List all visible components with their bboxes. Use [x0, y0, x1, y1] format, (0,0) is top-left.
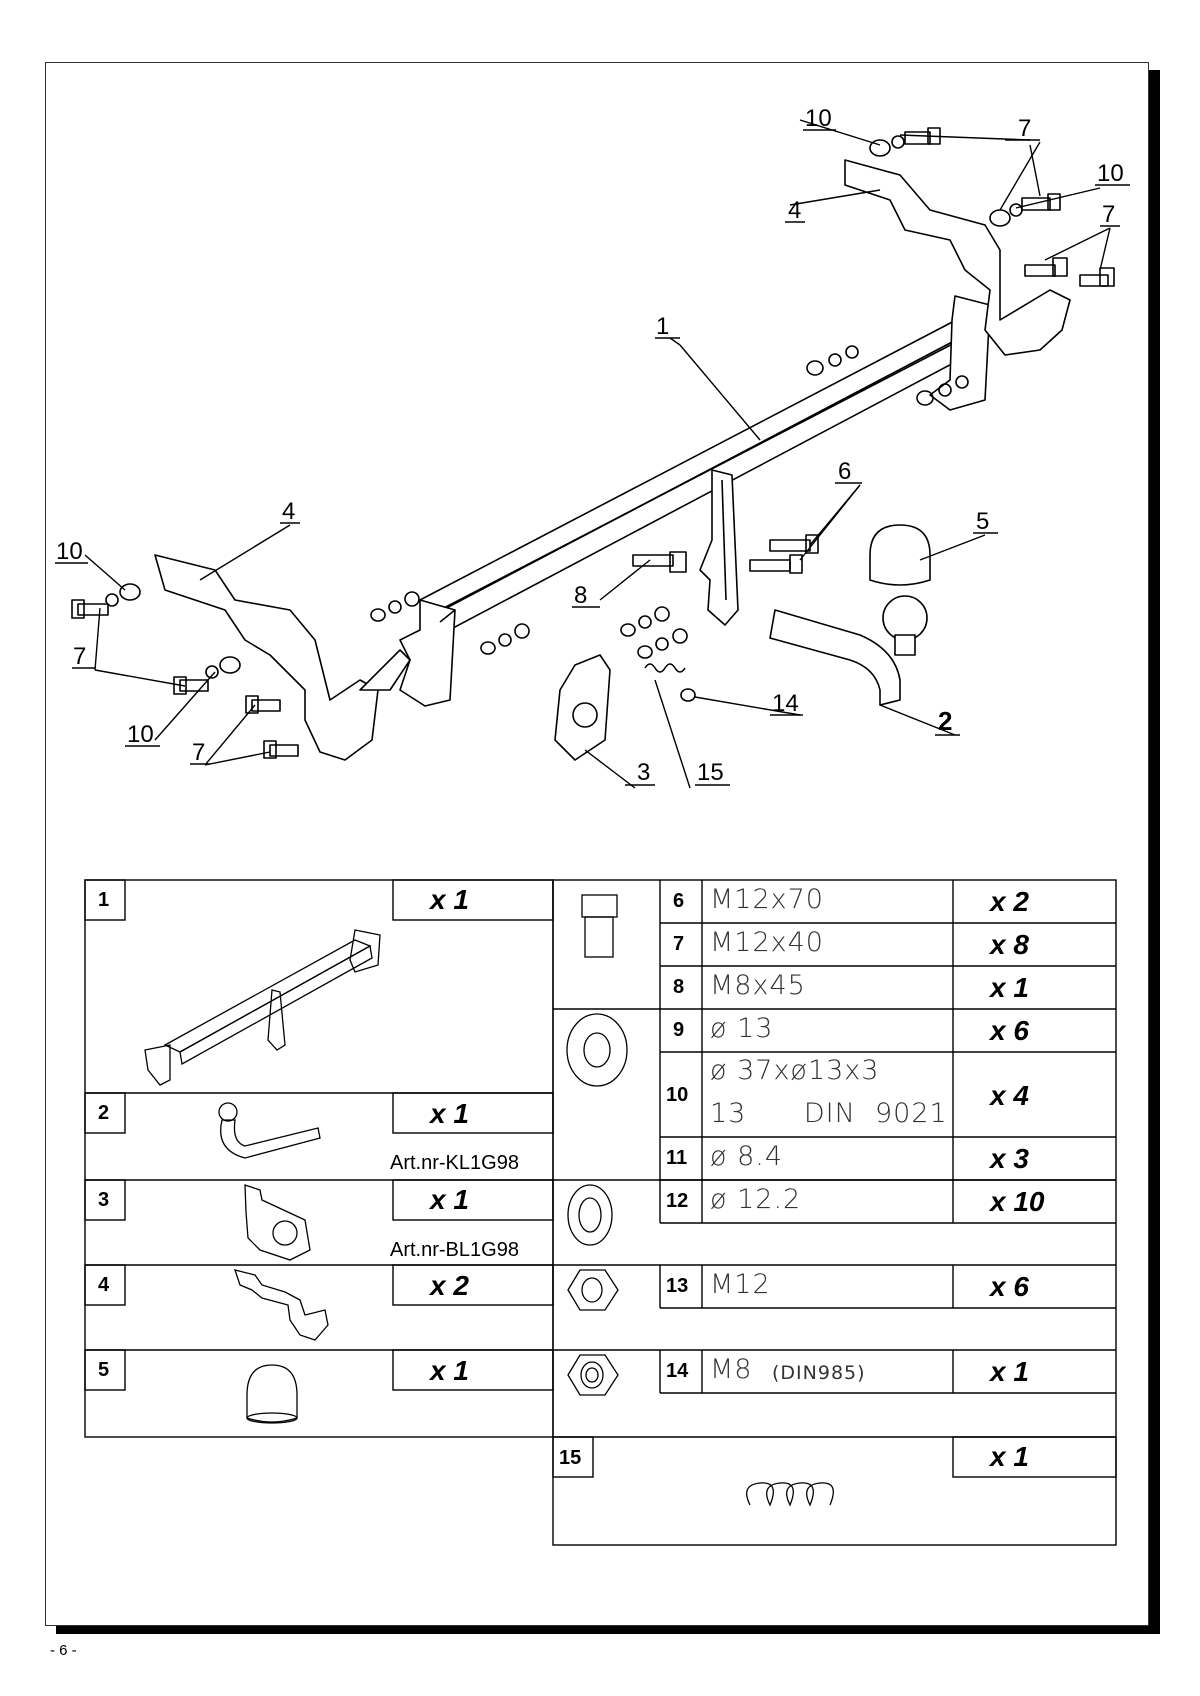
part-9-qty: x 6 [990, 1015, 1029, 1046]
callout-10-right: 10 [1097, 160, 1124, 187]
part-12-qty: x 10 [990, 1186, 1045, 1217]
callout-7-bottom: 7 [192, 739, 205, 766]
part-2-qty: x 1 [430, 1098, 469, 1129]
part-1-num: 1 [98, 889, 110, 911]
callout-7-right: 7 [1102, 201, 1115, 228]
callout-7-top: 7 [1018, 115, 1031, 142]
part-11-num: 11 [666, 1147, 688, 1169]
side-plate-right-part-4 [844, 159, 1071, 356]
callout-3: 3 [637, 759, 650, 786]
callout-1: 1 [656, 313, 669, 340]
part-7-spec: M12x40 [710, 927, 824, 958]
part-12-num: 12 [666, 1190, 689, 1212]
part-6-num: 6 [673, 890, 685, 912]
bolts-right-top [869, 127, 1115, 287]
thumb-cap-icon [246, 1364, 298, 1424]
callout-4-right: 4 [788, 197, 801, 224]
part-8-num: 8 [673, 976, 685, 998]
nuts-crossbar [370, 345, 969, 659]
part-12-spec: ø 12.2 [710, 1184, 802, 1215]
part-11-qty: x 3 [990, 1143, 1029, 1174]
callout-8: 8 [574, 582, 587, 609]
thumb-spring-washer-icon [567, 1184, 613, 1246]
part-10-qty: x 4 [990, 1080, 1029, 1111]
bolts-left [71, 583, 299, 759]
callout-14: 14 [772, 690, 799, 717]
part-10-spec: ø 37xø13x3 [710, 1055, 880, 1086]
leader-lines [55, 119, 1130, 789]
part-7-qty: x 8 [990, 929, 1029, 960]
part-11-spec: ø 8.4 [710, 1141, 784, 1172]
part-14-num: 14 [666, 1360, 689, 1382]
callout-5: 5 [976, 508, 989, 535]
thumb-side-plate-icon [234, 1269, 329, 1341]
part-9-num: 9 [673, 1019, 685, 1041]
bolts-part-6 [632, 534, 819, 574]
thumb-crossbar-icon [144, 929, 381, 1086]
parts-table-grid [84, 879, 1117, 1546]
side-plate-left-part-4 [154, 554, 411, 761]
part-13-num: 13 [666, 1275, 689, 1297]
part-6-spec: M12x70 [710, 884, 824, 915]
part-9-spec: ø 13 [710, 1013, 774, 1044]
part-13-qty: x 6 [990, 1271, 1029, 1302]
cap-part-5 [869, 524, 931, 586]
part-15-num: 15 [559, 1447, 582, 1469]
part-5-num: 5 [98, 1359, 110, 1381]
crossbar-part-1 [399, 295, 991, 707]
part-15-qty: x 1 [990, 1441, 1029, 1472]
part-14-spec: M8 [710, 1354, 753, 1385]
callout-10-bottom: 10 [127, 721, 154, 748]
part-8-qty: x 1 [990, 972, 1029, 1003]
part-3-article: Art.nr-BL1G98 [390, 1239, 519, 1261]
page-number: - 6 - [50, 1642, 77, 1659]
thumb-spring-icon [746, 1482, 834, 1507]
socket-plate-part-3 [554, 654, 611, 761]
callout-6: 6 [838, 458, 851, 485]
spring-part-15 [644, 663, 696, 702]
thumb-towball-icon [218, 1102, 321, 1159]
part-13-spec: M12 [710, 1269, 771, 1300]
part-8-spec: M8x45 [710, 970, 806, 1001]
part-7-num: 7 [673, 933, 685, 955]
callout-15: 15 [697, 759, 724, 786]
part-1-qty: x 1 [430, 884, 469, 915]
callout-2: 2 [938, 706, 952, 736]
thumb-lock-nut-icon [567, 1354, 619, 1396]
part-4-num: 4 [98, 1274, 110, 1296]
part-3-qty: x 1 [430, 1184, 469, 1215]
part-14-spec-standard: (DIN985) [772, 1362, 866, 1384]
part-5-qty: x 1 [430, 1355, 469, 1386]
callout-10-left: 10 [56, 538, 83, 565]
part-10-num: 10 [666, 1084, 689, 1106]
thumb-socket-plate-icon [244, 1184, 311, 1261]
part-2-article: Art.nr-KL1G98 [390, 1152, 519, 1174]
part-14-qty: x 1 [990, 1356, 1029, 1387]
part-2-num: 2 [98, 1102, 110, 1124]
part-10-spec-line2: 13 DIN 9021 [710, 1098, 948, 1129]
thumb-nut-icon [567, 1269, 619, 1311]
part-4-qty: x 2 [430, 1270, 469, 1301]
callout-10-top: 10 [805, 105, 832, 132]
callout-4-left: 4 [282, 498, 295, 525]
part-6-qty: x 2 [990, 886, 1029, 917]
towball-part-2 [769, 595, 928, 706]
part-3-num: 3 [98, 1189, 110, 1211]
table-thumbnails [144, 894, 834, 1507]
thumb-bolt-icon [581, 894, 618, 958]
callout-7-left: 7 [73, 643, 86, 670]
thumb-washer-icon [566, 1013, 628, 1087]
